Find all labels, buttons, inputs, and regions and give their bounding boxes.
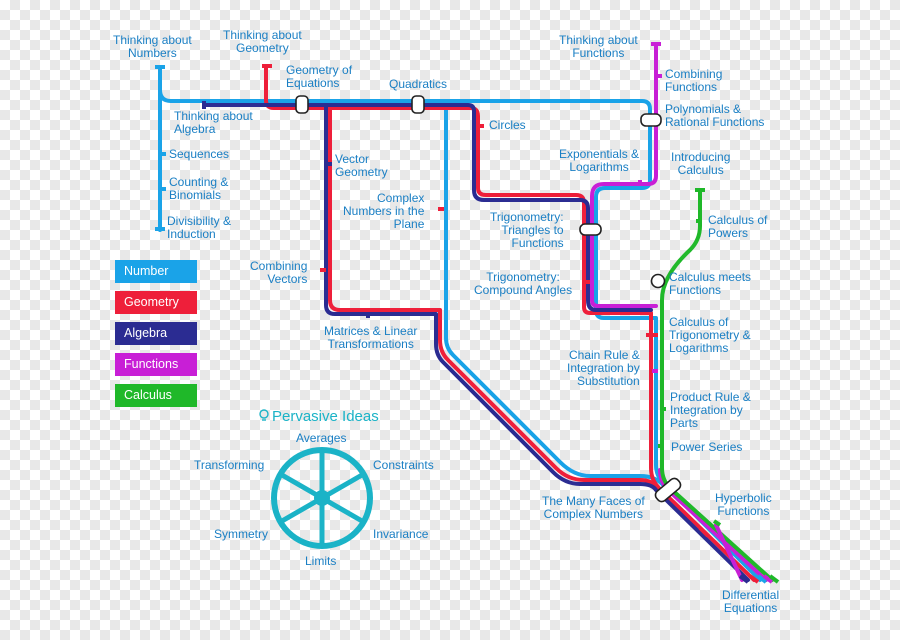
station-counting-binomials: Counting & Binomials [169,175,229,202]
tick-end-c [756,574,768,584]
station-combining-vectors: Combining Vectors [250,259,308,286]
interchange-trig-triangles [579,223,602,236]
station-thinking-functions: Thinking about Functions [559,33,638,60]
station-complex-numbers-plane: Complex Numbers in the Plane [343,191,425,231]
station-calculus-trig-logs: Calculus of Trigonometry & Logarithms [669,315,751,355]
station-chain-rule: Chain Rule & Integration by Substitution [567,348,640,388]
station-calculus-meets-functions: Calculus meets Functions [669,270,752,297]
algebra-line-branch [324,103,750,582]
pervasive-title: Pervasive Ideas [272,408,379,425]
tick-end-e [768,574,780,584]
station-combining-functions: Combining Functions [665,67,723,94]
station-polynomials-rational: Polynomials & Rational Functions [665,102,765,129]
diff-eq-branch [714,523,744,582]
calculus-line [660,188,774,582]
station-thinking-numbers: Thinking about Numbers [113,33,192,60]
station-introducing-calculus: Introducing Calculus [671,150,731,177]
station-divisibility: Divisibility & Induction [167,214,232,241]
interchange-many-faces [654,477,682,503]
interchange-calculus-meets [650,273,666,289]
legend-algebra: Algebra [115,322,197,345]
station-trig-triangles: Trigonometry: Triangles to Functions [490,210,564,250]
station-product-rule: Product Rule & Integration by Parts [670,390,751,430]
interchange-polynomials [640,113,662,127]
interchange-geometry-equations [295,95,309,114]
station-calculus-powers: Calculus of Powers [708,213,768,240]
lightbulb-icon [259,409,269,421]
station-trig-compound: Trigonometry: Compound Angles [474,270,573,297]
legend-calculus: Calculus [115,384,197,407]
pervasive-wheel [259,409,373,549]
legend-functions: Functions [115,353,197,376]
tick-hyperbolic [712,519,722,527]
interchange-quadratics [411,95,425,114]
station-vector-geometry: Vector Geometry [335,152,388,179]
station-geometry-equations: Geometry of Equations [286,63,353,90]
number-line-curve [158,88,173,103]
pervasive-transforming: Transforming [194,458,265,472]
station-hyperbolic: Hyperbolic Functions [715,491,772,518]
legend-geometry: Geometry [115,291,197,314]
functions-line [590,42,658,308]
legend-number: Number [115,260,197,283]
station-thinking-algebra: Thinking about Algebra [174,109,253,136]
station-matrices: Matrices & Linear Transformations [324,324,418,351]
station-thinking-geometry: Thinking about Geometry [223,28,302,55]
station-differential-equations: Differential Equations [722,588,780,615]
pervasive-invariance: Invariance [373,527,429,541]
pervasive-limits: Limits [305,554,337,568]
number-line [169,99,762,582]
tick-end-a [738,574,750,584]
pervasive-symmetry: Symmetry [214,527,268,541]
tick-end-d [762,574,774,584]
station-many-faces-complex: The Many Faces of Complex Numbers [542,494,645,521]
algebra-line [202,103,653,312]
station-exponentials-logs: Exponentials & Logarithms [559,147,640,174]
geometry-line [264,64,756,582]
station-circles: Circles [489,118,526,132]
pervasive-averages: Averages [296,431,347,445]
tick-end-b [748,574,760,584]
station-power-series: Power Series [671,440,743,454]
pervasive-constraints: Constraints [373,458,434,472]
geometry-line-branch [328,106,660,490]
station-quadratics: Quadratics [389,77,448,91]
tick-many-faces-a [698,526,710,538]
station-sequences: Sequences [169,147,230,161]
